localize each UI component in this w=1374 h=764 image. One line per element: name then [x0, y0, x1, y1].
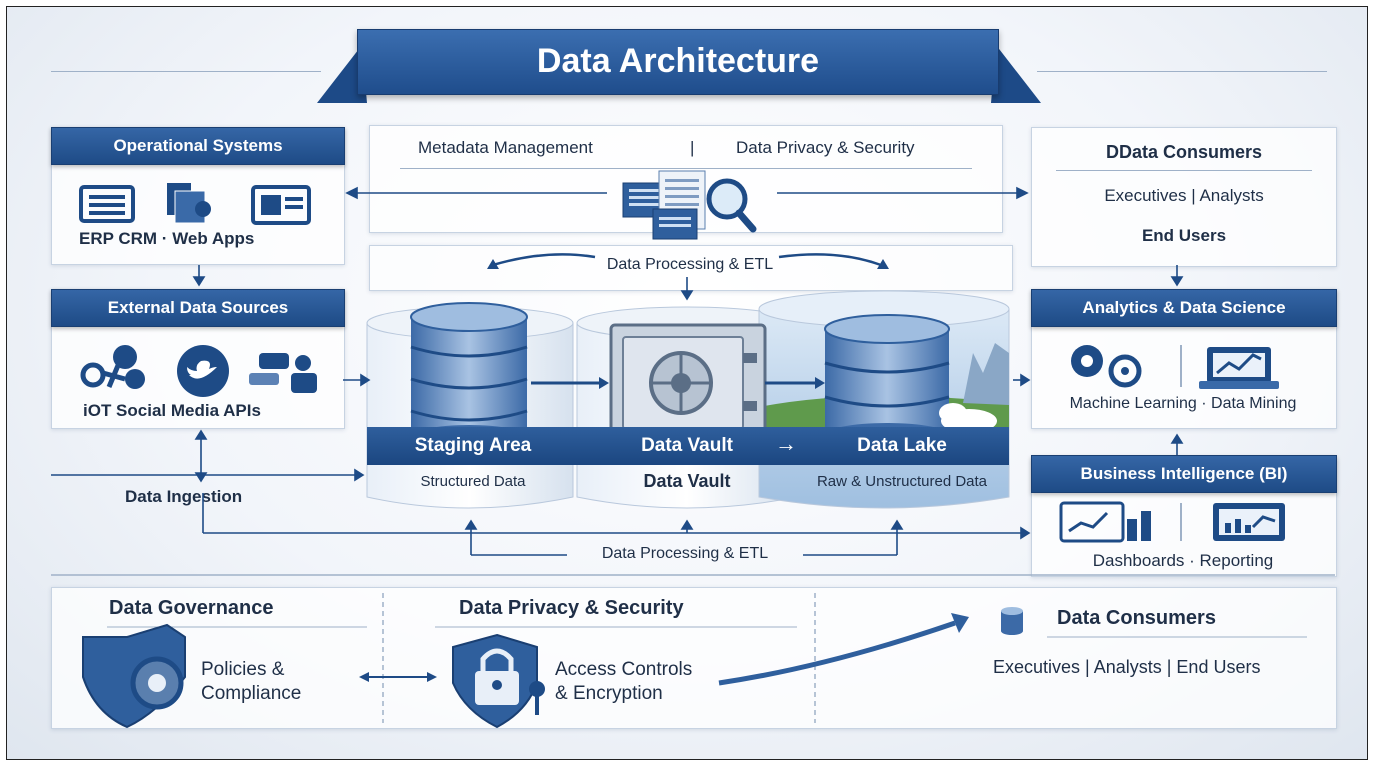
shield-gear-icon [82, 623, 186, 729]
title-rule-right [1037, 71, 1327, 72]
external-sources-labels: iOT Social Media APIs [83, 401, 261, 420]
vault-band: Data Vault [577, 427, 797, 465]
metadata-divider: | [690, 138, 695, 157]
privacy-text1: Access Controls [555, 659, 693, 680]
consumers-database-icon [1001, 607, 1023, 635]
bi-sub: Dashboards · Reporting [1092, 551, 1274, 570]
analytics-header: Analytics & Data Science [1031, 289, 1337, 327]
page-title: Data Architecture [357, 29, 999, 95]
processing-bottom-label: Data Processing & ETL [601, 545, 769, 562]
privacy-top-label: Data Privacy & Security [736, 138, 915, 157]
lake-band: Data Lake [795, 427, 1009, 465]
dashboard-icon [1059, 501, 1285, 543]
consumers-top-box: DData Consumers Executives | Analysts En… [1031, 127, 1337, 267]
analytics-sub: Machine Learning · Data Mining [1069, 395, 1297, 412]
metadata-documents-icon [622, 170, 757, 240]
lake-sub: Raw & Unstructured Data [816, 473, 988, 490]
data-ingestion-label: Data Ingestion [125, 487, 243, 506]
banner-fold-right [991, 45, 1041, 103]
operational-systems-icons [79, 183, 311, 225]
privacy-text2: & Encryption [555, 683, 663, 704]
consumers-top-line2: End Users [1141, 226, 1227, 245]
processing-top-label: Data Processing & ETL [606, 256, 774, 273]
staging-sub: Structured Data [420, 473, 526, 490]
bottom-panel-graphics [82, 593, 1307, 729]
consumers-bottom-text: Executives | Analysts | End Users [993, 657, 1261, 677]
banner-fold-left [317, 45, 367, 103]
lock-shield-icon [452, 633, 545, 729]
title-rule-left [51, 71, 321, 72]
metadata-label: Metadata Management [418, 138, 593, 157]
external-sources-icons [80, 345, 317, 397]
operational-systems-header: Operational Systems [51, 127, 345, 165]
operational-systems-labels: ERP CRM · Web Apps [79, 229, 255, 248]
governance-text1: Policies & [201, 659, 285, 680]
consumers-top-line1: Executives | Analysts [1104, 186, 1264, 205]
metadata-rule [400, 168, 972, 169]
privacy-title: Data Privacy & Security [459, 597, 684, 619]
consumers-top-header: DData Consumers [1105, 142, 1263, 162]
external-sources-header: External Data Sources [51, 289, 345, 327]
diagram-canvas: Data Architecture Metadata Management | … [6, 6, 1368, 760]
bi-header: Business Intelligence (BI) [1031, 455, 1337, 493]
governance-text2: Compliance [201, 683, 302, 704]
connector-arrows [51, 186, 1335, 576]
staging-band: Staging Area [367, 427, 579, 465]
governance-title: Data Governance [109, 597, 274, 619]
vault-sub: Data Vault [643, 471, 731, 491]
vault-to-lake-arrow: → [775, 431, 797, 456]
consumers-bottom-title: Data Consumers [1057, 607, 1216, 629]
consumers-top-rule [1056, 170, 1312, 171]
bottom-panel [51, 587, 1337, 729]
machine-learning-gears-icon [1071, 345, 1279, 389]
